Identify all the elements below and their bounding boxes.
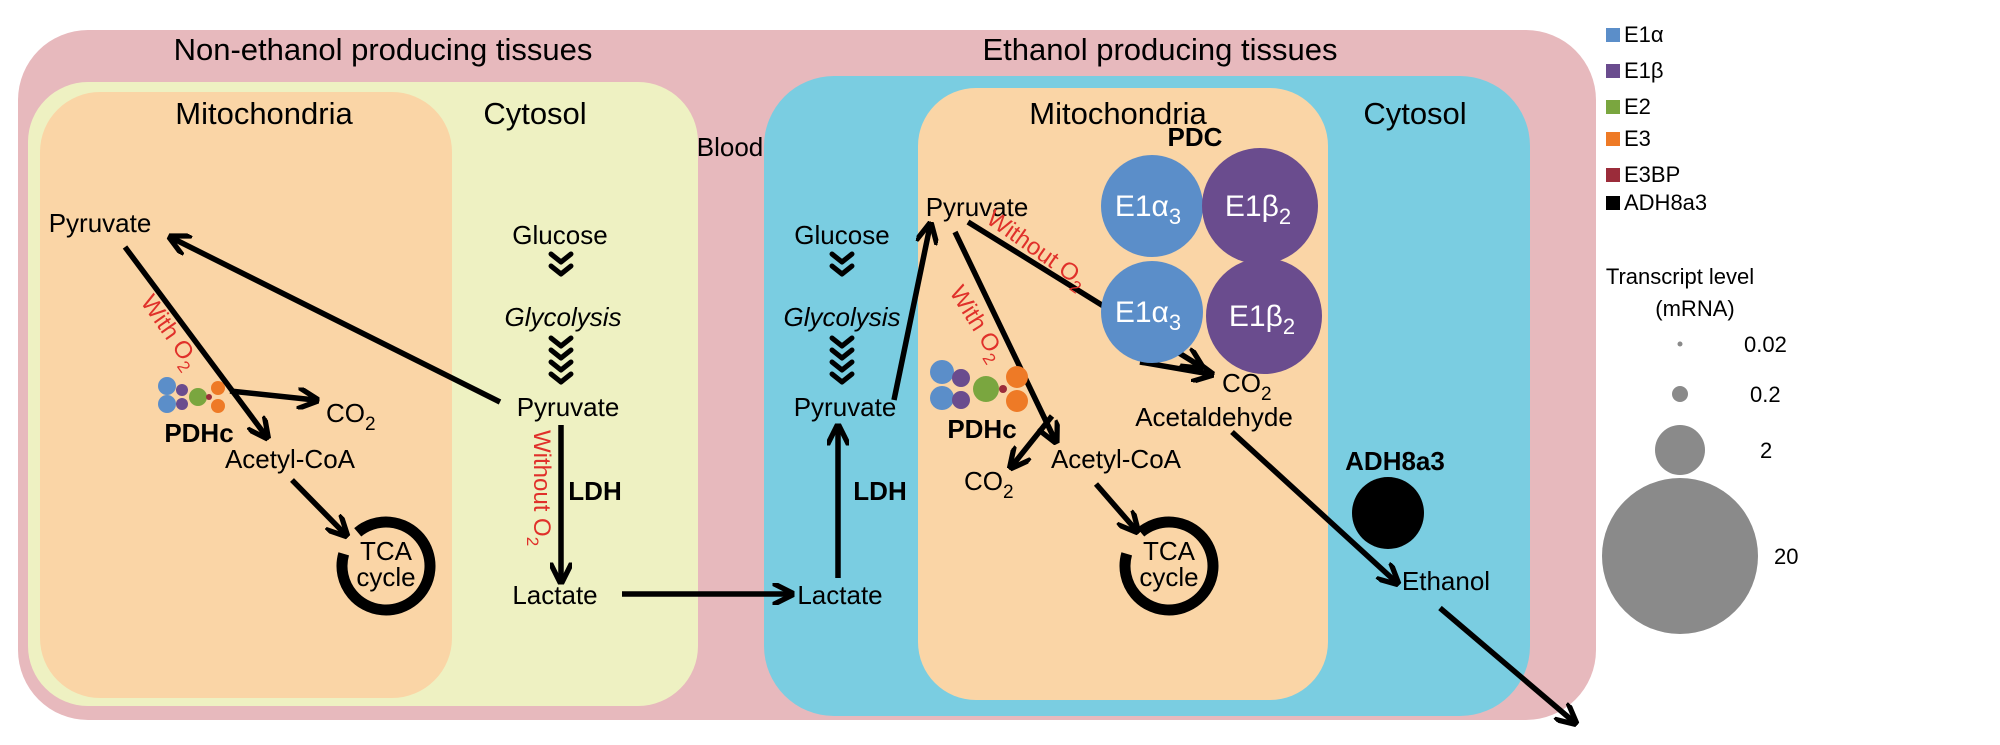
glucose-left: Glucose: [512, 220, 607, 250]
pdc-e1a-label-top: E1α3: [1115, 190, 1181, 229]
pdhc-label-right: PDHc: [947, 414, 1016, 444]
pyruvate-mito-right: Pyruvate: [926, 192, 1029, 222]
title-ethanol: Ethanol producing tissues: [982, 32, 1337, 67]
legend-swatch-e1b: [1606, 64, 1620, 78]
pdc-e1a-circle-top: [1101, 155, 1203, 257]
pyruvate-cytosol-left: Pyruvate: [517, 392, 620, 422]
without-o2-left: Without O2: [523, 430, 555, 546]
label-cytosol-right: Cytosol: [1363, 96, 1466, 131]
pdhc-complex-icon-left: [158, 377, 225, 413]
co2-left: CO2: [326, 398, 376, 435]
legend-label-e1b: E1β: [1624, 58, 1664, 83]
pdhc-complex-icon-right: [930, 360, 1028, 412]
pdc-e1b-circle-top: [1202, 148, 1318, 264]
pdc-complex: E1α3 E1β2 E1α3 E1β2: [1101, 148, 1322, 374]
glycolysis-steps-right: [829, 251, 855, 385]
adh8a3-label: ADH8a3: [1345, 446, 1445, 476]
pdc-e1a-label-bottom: E1α3: [1115, 296, 1181, 335]
lactate-right: Lactate: [797, 580, 882, 610]
tca-cycle-ring-left: [336, 516, 436, 616]
legend-swatch-e1a: [1606, 28, 1620, 42]
legend-label-e2: E2: [1624, 94, 1651, 119]
glucose-right: Glucose: [794, 220, 889, 250]
legend-swatch-e2: [1606, 100, 1620, 114]
size-label-0-02: 0.02: [1744, 332, 1787, 357]
pdc-e1a-circle-bottom: [1101, 261, 1203, 363]
pyruvate-cytosol-right: Pyruvate: [794, 392, 897, 422]
pdhc-label-left: PDHc: [164, 418, 233, 448]
size-legend-title: Transcript level: [1606, 264, 1754, 289]
pdc-e1b-label-bottom: E1β2: [1229, 300, 1295, 339]
ldh-right: LDH: [853, 476, 906, 506]
size-circle-2: [1655, 425, 1705, 475]
tca-cycle-label-left: cycle: [356, 562, 415, 592]
size-circle-20: [1602, 478, 1758, 634]
legend-swatch-adh8a3: [1606, 196, 1620, 210]
glycolysis-right: Glycolysis: [783, 302, 900, 332]
acetyl-coa-right: Acetyl-CoA: [1051, 444, 1182, 474]
size-legend-subtitle: (mRNA): [1655, 296, 1734, 321]
size-label-20: 20: [1774, 544, 1798, 569]
glycolysis-steps-left: [548, 251, 574, 385]
size-label-2: 2: [1760, 438, 1772, 463]
legend-label-e3: E3: [1624, 126, 1651, 151]
ethanol-label: Ethanol: [1402, 566, 1490, 596]
left-tissue-arrows: [122, 238, 561, 580]
size-circle-0-02: [1677, 341, 1683, 347]
acetaldehyde-right: Acetaldehyde: [1135, 402, 1293, 432]
adh8a3-circle: [1352, 477, 1424, 549]
size-circle-0-2: [1672, 386, 1688, 402]
co2-right-bottom: CO2: [964, 466, 1014, 503]
tca-cycle-label-right: cycle: [1139, 562, 1198, 592]
legend-label-adh8a3: ADH8a3: [1624, 190, 1707, 215]
legend-swatch-e3: [1606, 132, 1620, 146]
tca-label-right: TCA: [1143, 536, 1196, 566]
acetyl-coa-left: Acetyl-CoA: [225, 444, 356, 474]
pdc-label: PDC: [1168, 122, 1223, 152]
legend-label-e3bp: E3BP: [1624, 162, 1680, 187]
label-mitochondria-left: Mitochondria: [175, 96, 353, 131]
tca-label-left: TCA: [360, 536, 413, 566]
right-tissue-arrows: [838, 222, 1574, 722]
legend-label-e1a: E1α: [1624, 22, 1664, 47]
label-cytosol-left: Cytosol: [483, 96, 586, 131]
legend-swatch-e3bp: [1606, 168, 1620, 182]
label-blood: Blood: [697, 132, 764, 162]
pyruvate-mito-left: Pyruvate: [49, 208, 152, 238]
glycolysis-left: Glycolysis: [504, 302, 621, 332]
title-non-ethanol: Non-ethanol producing tissues: [174, 32, 593, 67]
pdc-e1b-circle-bottom: [1206, 258, 1322, 374]
pdc-e1b-label-top: E1β2: [1225, 190, 1291, 229]
size-label-0-2: 0.2: [1750, 382, 1781, 407]
ldh-left: LDH: [568, 476, 621, 506]
label-mitochondria-right: Mitochondria: [1029, 96, 1207, 131]
lactate-left: Lactate: [512, 580, 597, 610]
legend: E1α E1β E2 E3 E3BP ADH8a3 Transcript lev…: [1602, 22, 1798, 634]
